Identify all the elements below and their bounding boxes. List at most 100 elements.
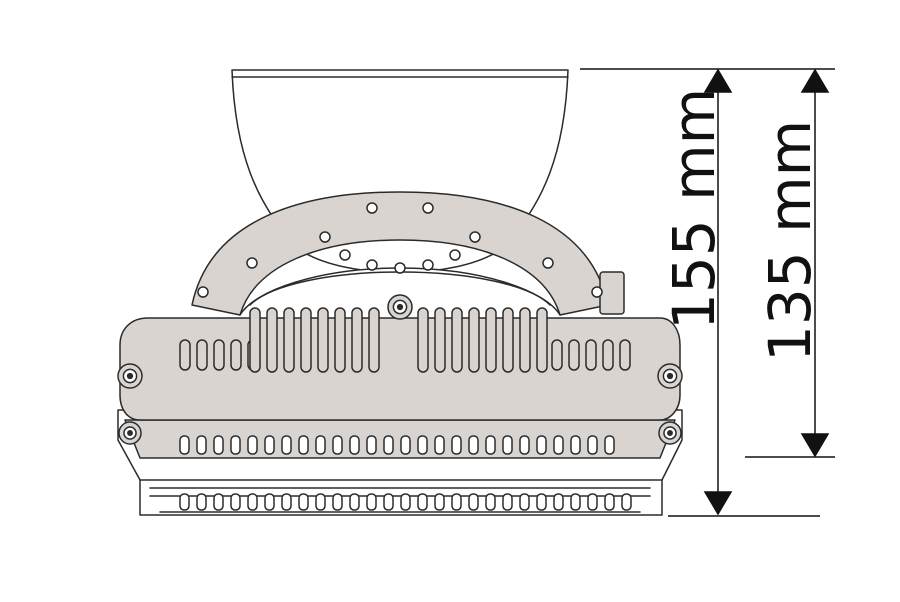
vent-slot: [619, 339, 631, 371]
lower-fin: [298, 493, 309, 511]
middle-fin: [230, 435, 241, 455]
lower-fin: [366, 493, 377, 511]
lower-fin: [536, 493, 547, 511]
lower-fin: [570, 493, 581, 511]
lower-fin: [332, 493, 343, 511]
lower-fin: [604, 493, 615, 511]
middle-fin: [587, 435, 598, 455]
middle-fin: [213, 435, 224, 455]
middle-fin: [417, 435, 428, 455]
middle-fin: [196, 435, 207, 455]
lower-fin: [553, 493, 564, 511]
middle-fin: [451, 435, 462, 455]
vent-slot: [417, 307, 429, 373]
vent-slot: [536, 307, 548, 373]
middle-fin: [281, 435, 292, 455]
housing-vent-slots: [179, 307, 631, 373]
middle-fin: [264, 435, 275, 455]
lower-fin: [587, 493, 598, 511]
lower-fin: [519, 493, 530, 511]
middle-fin: [349, 435, 360, 455]
lower-fin: [485, 493, 496, 511]
vent-slot: [179, 339, 191, 371]
middle-fin: [366, 435, 377, 455]
lower-fin: [383, 493, 394, 511]
middle-fin: [502, 435, 513, 455]
vent-slot: [551, 339, 563, 371]
middle-fin: [536, 435, 547, 455]
middle-fin: [604, 435, 615, 455]
main-housing: [119, 307, 681, 421]
dimension-135-label: 135 mm: [756, 120, 824, 362]
screw-icon: [657, 363, 683, 389]
bracket-hole: [246, 257, 258, 269]
middle-fin: [383, 435, 394, 455]
lower-fin: [315, 493, 326, 511]
bracket-hole: [319, 231, 331, 243]
vent-slot: [283, 307, 295, 373]
lower-fin: [451, 493, 462, 511]
middle-fin: [332, 435, 343, 455]
lower-fin: [281, 493, 292, 511]
middle-fin: [400, 435, 411, 455]
vent-slot: [334, 307, 346, 373]
bracket-hole: [197, 286, 209, 298]
middle-strip: [124, 419, 676, 459]
vent-slot: [317, 307, 329, 373]
bracket-hole: [591, 286, 603, 298]
bracket-hole: [449, 249, 461, 261]
middle-fin: [179, 435, 190, 455]
lower-fin: [621, 493, 632, 511]
screw-icon: [658, 421, 682, 445]
screws: [117, 294, 683, 445]
vent-slot: [351, 307, 363, 373]
lower-fin: [230, 493, 241, 511]
lower-fin: [247, 493, 258, 511]
vent-slot: [451, 307, 463, 373]
bracket-hole: [339, 249, 351, 261]
lower-fin: [468, 493, 479, 511]
lower-fins: [179, 493, 632, 511]
bracket-hole: [422, 259, 434, 271]
middle-fin: [247, 435, 258, 455]
middle-fin: [468, 435, 479, 455]
bracket-hole: [469, 231, 481, 243]
vent-slot: [230, 339, 242, 371]
screw-icon: [387, 294, 413, 320]
mounting-bracket: [191, 191, 625, 316]
lower-fin: [400, 493, 411, 511]
lower-fin: [349, 493, 360, 511]
middle-fin: [434, 435, 445, 455]
vent-slot: [568, 339, 580, 371]
lower-fin: [213, 493, 224, 511]
vent-slot: [502, 307, 514, 373]
vent-slot: [468, 307, 480, 373]
middle-fins: [179, 435, 615, 455]
middle-fin: [570, 435, 581, 455]
dimension-155-arrow: [703, 68, 733, 516]
vent-slot: [434, 307, 446, 373]
bracket-hole: [366, 202, 378, 214]
vent-slot: [368, 307, 380, 373]
lower-fin: [434, 493, 445, 511]
dimension-155-label: 155 mm: [660, 88, 728, 330]
screw-icon: [117, 363, 143, 389]
dimension-135-arrow: [800, 68, 830, 458]
lower-fin: [502, 493, 513, 511]
lower-fin: [196, 493, 207, 511]
lower-fin: [264, 493, 275, 511]
bracket-hole: [422, 202, 434, 214]
bracket-hole: [542, 257, 554, 269]
vent-slot: [249, 307, 261, 373]
vent-slot: [602, 339, 614, 371]
bracket-hole: [394, 262, 406, 274]
bracket-holes: [197, 202, 603, 298]
vent-slot: [300, 307, 312, 373]
vent-slot: [519, 307, 531, 373]
vent-slot: [213, 339, 225, 371]
middle-fin: [519, 435, 530, 455]
vent-slot: [485, 307, 497, 373]
bracket-hole: [366, 259, 378, 271]
middle-fin: [485, 435, 496, 455]
